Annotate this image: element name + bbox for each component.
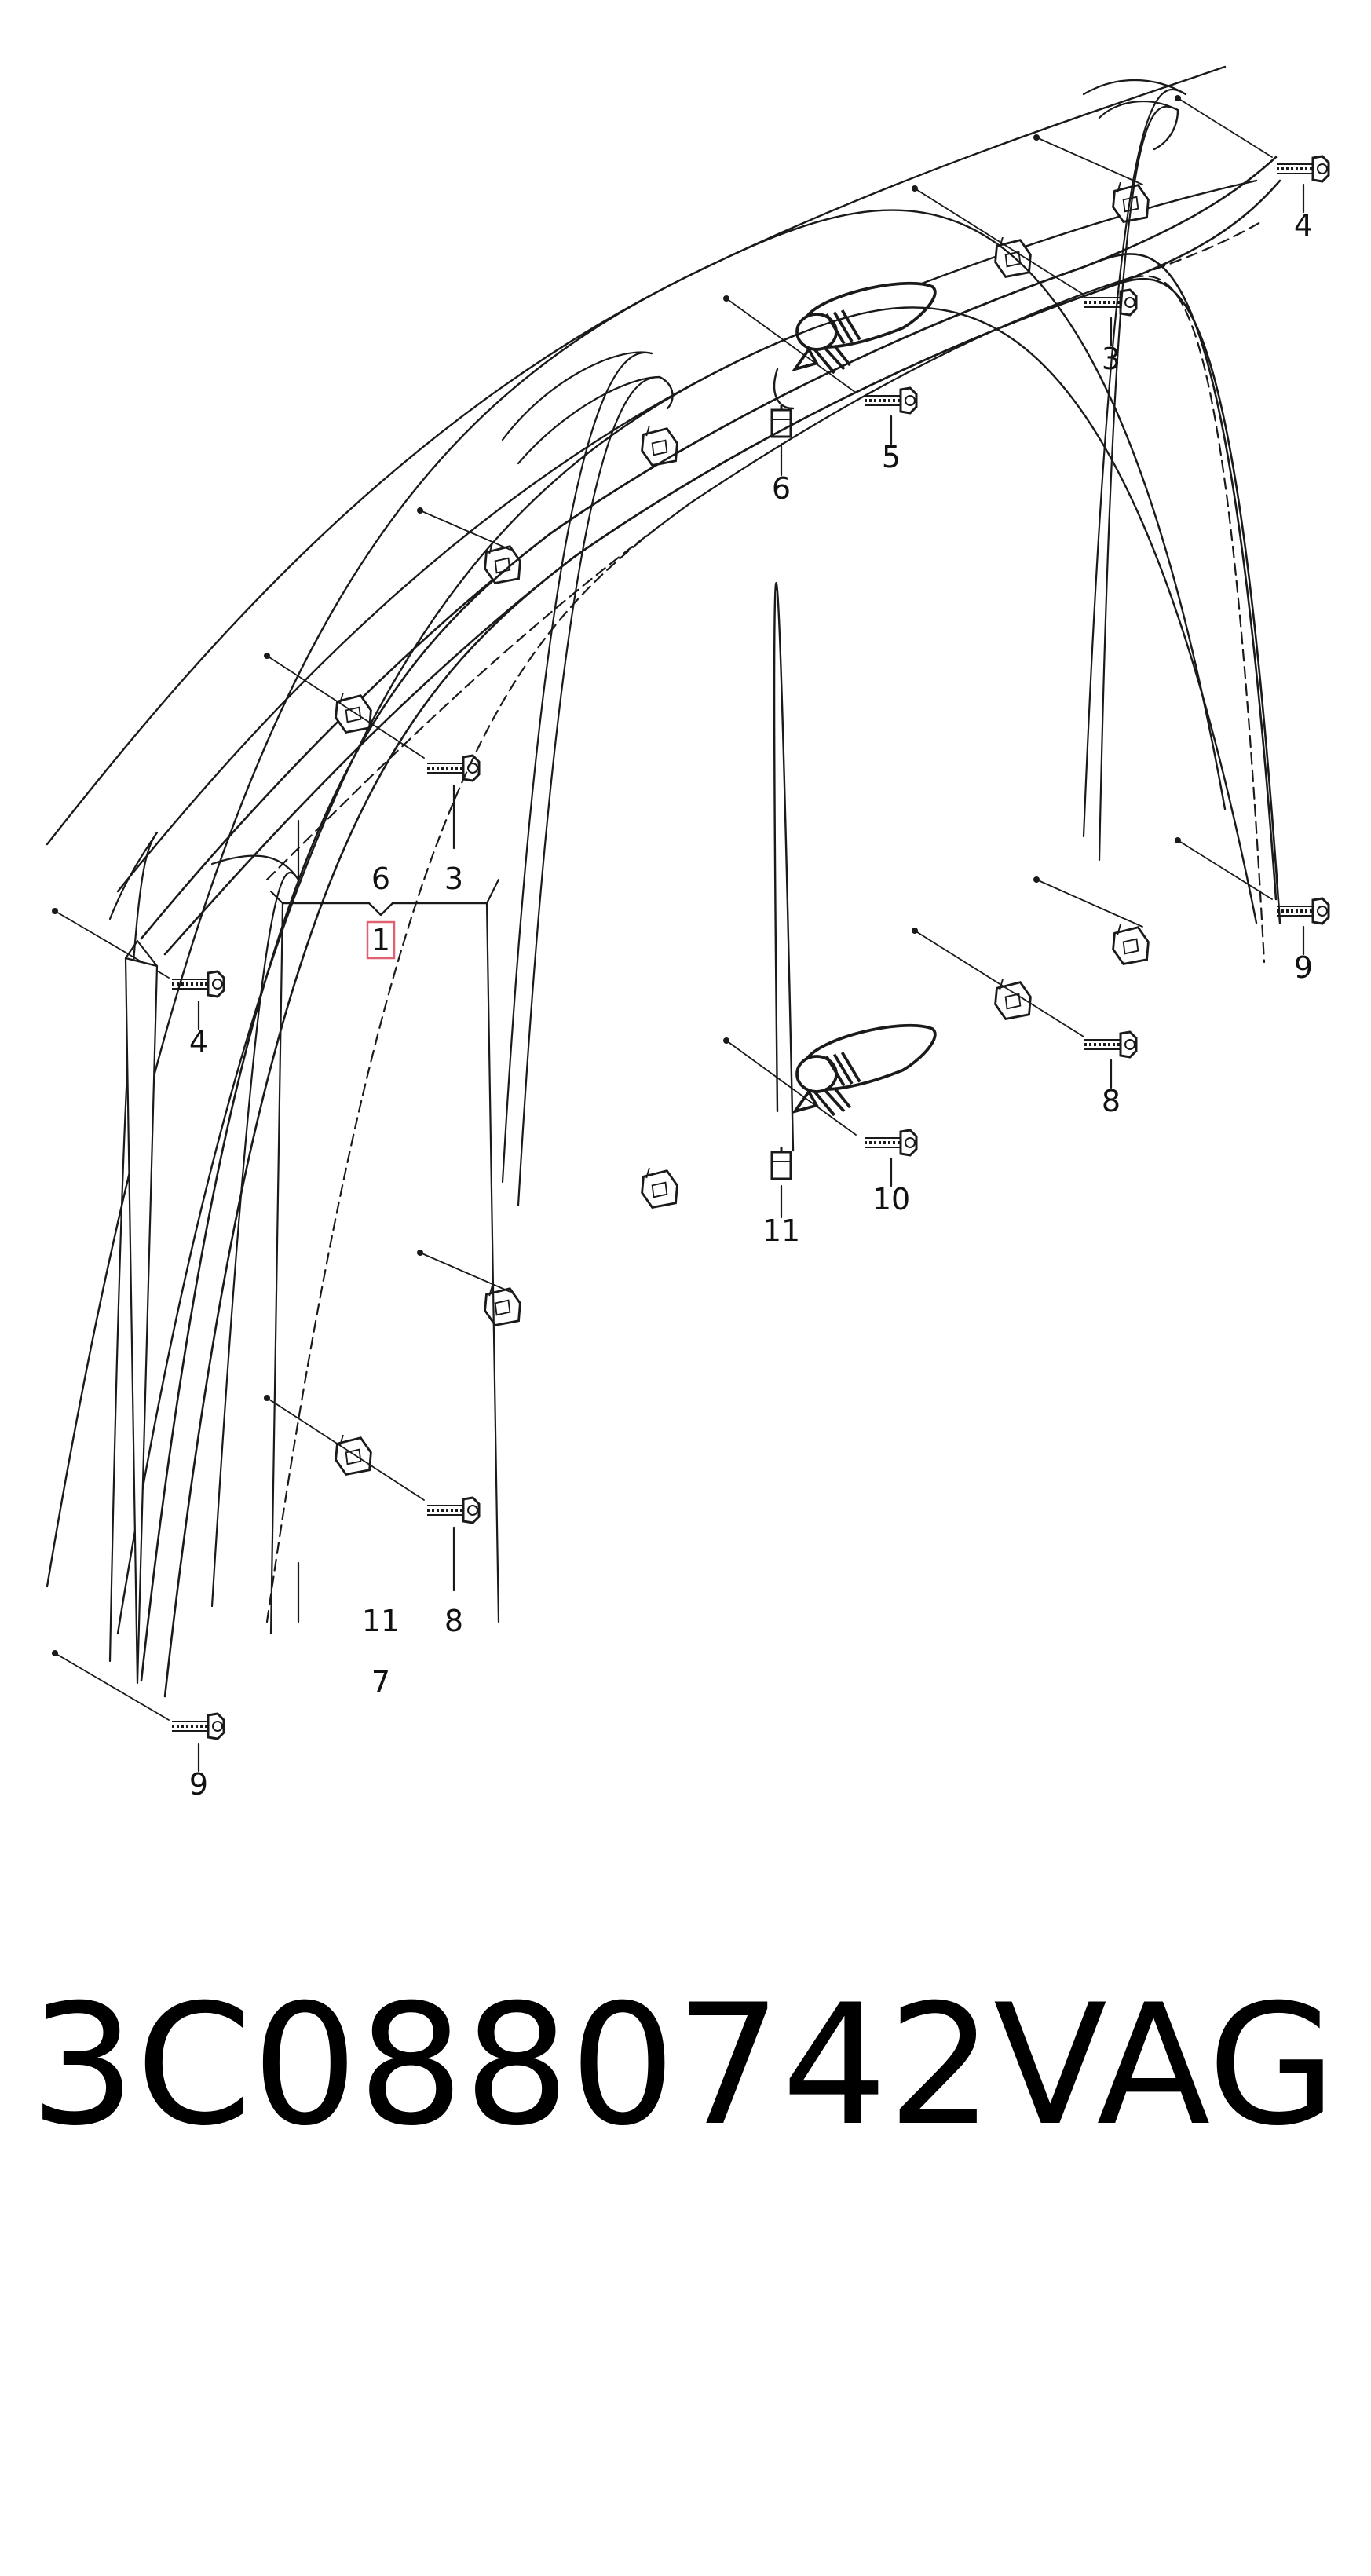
guide-line — [914, 930, 1084, 1037]
rear-window-frame — [1098, 101, 1179, 151]
callout-number: 6 — [371, 862, 390, 896]
inflator-hose — [773, 582, 795, 1152]
guide-line — [419, 510, 511, 551]
callout-number: 11 — [362, 1604, 400, 1638]
mounting-bolt — [426, 754, 481, 782]
mounting-clip — [1112, 924, 1150, 965]
diagram-view-bottom: 9 8 10 11 11 8 7 9 — [46, 88, 1330, 1802]
mounting-bolt — [426, 1496, 481, 1524]
callout-number: 9 — [189, 1767, 208, 1802]
callout-number: 11 — [762, 1213, 800, 1248]
window-frame — [517, 375, 674, 1207]
part-number: 3C0880742 — [30, 1968, 994, 2162]
part-label: 3C0880742 VAG — [0, 1963, 1371, 2168]
mounting-bolt — [1275, 155, 1330, 183]
curtain-airbag-lower — [163, 179, 1281, 956]
callout-number: 5 — [882, 440, 901, 474]
callout-number: 9 — [1294, 950, 1313, 985]
window-frame-outer — [501, 351, 653, 1184]
mounting-bolt — [1275, 897, 1330, 925]
callout-number: 8 — [444, 1604, 463, 1638]
guide-line — [1177, 97, 1273, 158]
callout-number: 1 — [371, 923, 390, 957]
brand-name: VAG — [993, 1968, 1337, 2162]
curtain-airbag-lower — [163, 277, 1281, 1698]
rear-window-frame-outer — [1082, 88, 1187, 838]
guide-line — [419, 1252, 511, 1293]
end-tab-left — [124, 957, 159, 1685]
guide-line — [266, 655, 425, 759]
callout-number: 10 — [872, 1182, 910, 1217]
callout-number: 4 — [1294, 208, 1313, 243]
airbag-dashed-outline — [265, 275, 1266, 1623]
guide-line — [1036, 137, 1143, 185]
rear-window-frame-outer — [1082, 79, 1187, 96]
mounting-clip — [484, 543, 521, 584]
window-frame-outer — [501, 351, 653, 441]
roof-outline — [46, 65, 1227, 846]
guide-line — [726, 298, 857, 393]
mounting-clip — [484, 1286, 521, 1326]
mounting-bolt — [1083, 1030, 1138, 1059]
callout-highlight-box — [366, 920, 396, 960]
guide-line — [54, 1652, 170, 1721]
mounting-clip — [641, 1168, 678, 1209]
tube-joint — [210, 871, 300, 1608]
mounting-bolt — [863, 1129, 918, 1157]
curtain-airbag-upper — [140, 156, 1278, 940]
guide-line — [1177, 840, 1273, 900]
callout-number: 3 — [444, 862, 463, 896]
guide-line — [726, 1040, 857, 1136]
wiring-connector — [770, 405, 792, 438]
airbag-dashed-outline — [265, 218, 1266, 881]
group-bracket — [269, 902, 500, 1635]
callout-number: 8 — [1102, 1084, 1121, 1118]
callout-number: 4 — [189, 1025, 208, 1059]
gas-inflator — [793, 1023, 937, 1117]
mounting-clip — [641, 426, 678, 467]
callout-number: 6 — [772, 471, 791, 506]
guide-line — [1036, 879, 1143, 928]
mounting-bolt — [170, 1712, 225, 1740]
curtain-airbag-upper — [140, 253, 1278, 1682]
inflator-hose — [773, 368, 795, 410]
roof-outline — [46, 209, 1227, 1588]
rear-window-frame — [1098, 105, 1179, 862]
wiring-connector — [770, 1147, 792, 1180]
guide-line — [266, 1397, 425, 1501]
callout-number: 7 — [371, 1665, 390, 1700]
guide-line — [914, 188, 1084, 295]
